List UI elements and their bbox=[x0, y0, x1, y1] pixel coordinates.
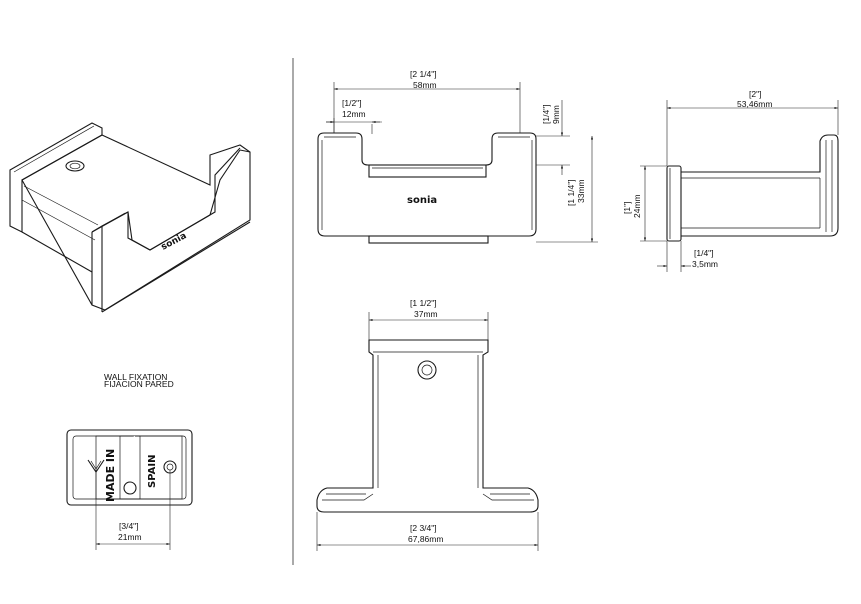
front-view: sonia [2 1/4"] 58mm [1/2"] 12mm [1/4"] 9… bbox=[317, 69, 598, 244]
wall-spain: SPAIN bbox=[147, 455, 158, 488]
side-height-in: [1"] bbox=[622, 202, 632, 214]
wall-dim-mm: 21mm bbox=[118, 532, 142, 542]
iso-brand-logo: sonia bbox=[160, 231, 189, 253]
front-width-in: [2 1/4"] bbox=[410, 69, 437, 79]
step-mm: 9mm bbox=[551, 105, 561, 124]
side-depth-mm: 53,46mm bbox=[737, 99, 772, 109]
wall-fixation-view: WALL FIXATION FIJACION PARED MADE IN SON… bbox=[66, 372, 193, 550]
side-view: [2"] 53,46mm [1"] 24mm [1/4"] 3,5mm bbox=[622, 89, 839, 272]
side-plate-mm: 3,5mm bbox=[692, 259, 718, 269]
bottom-inner-mm: 37mm bbox=[414, 309, 438, 319]
side-plate-in: [1/4"] bbox=[694, 248, 714, 258]
isometric-view: sonia bbox=[9, 122, 251, 313]
wall-label-es: FIJACION PARED bbox=[104, 379, 174, 389]
side-height-mm: 24mm bbox=[632, 194, 642, 218]
front-width-mm: 58mm bbox=[413, 80, 437, 90]
front-lip-in: [1/2"] bbox=[342, 98, 362, 108]
bottom-outer-in: [2 3/4"] bbox=[410, 523, 437, 533]
wall-made-in: MADE IN bbox=[104, 449, 117, 502]
bottom-inner-in: [1 1/2"] bbox=[410, 298, 437, 308]
front-lip-mm: 12mm bbox=[342, 109, 366, 119]
bottom-view: [1 1/2"] 37mm [2 3/4"] 67,86mm bbox=[316, 298, 539, 551]
side-depth-in: [2"] bbox=[749, 89, 761, 99]
wall-label-en: WALL FIXATION bbox=[104, 372, 167, 382]
step-in: [1/4"] bbox=[541, 104, 551, 124]
bottom-outer-mm: 67,86mm bbox=[408, 534, 443, 544]
wall-brand: SONIA bbox=[125, 435, 138, 475]
height-mm: 33mm bbox=[576, 179, 586, 203]
wall-dim-in: [3/4"] bbox=[119, 521, 139, 531]
front-brand-logo: sonia bbox=[407, 195, 437, 206]
height-in: [1 1/4"] bbox=[566, 179, 576, 206]
